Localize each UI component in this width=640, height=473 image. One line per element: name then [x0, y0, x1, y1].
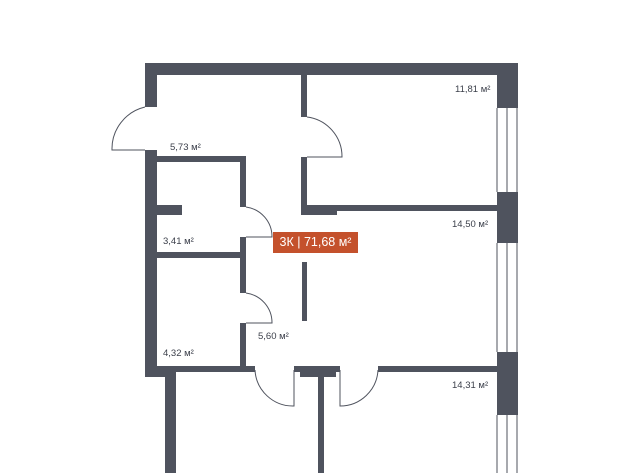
windows — [496, 108, 518, 473]
bedroom-top-door — [306, 116, 343, 158]
room-area-bedroom-top: 11,81 м² — [455, 84, 491, 95]
walls — [145, 63, 518, 473]
entrance-door — [111, 106, 146, 151]
bedroom-bottom-door — [339, 369, 379, 407]
doors — [111, 106, 379, 407]
storage-door — [245, 292, 273, 324]
bathroom-door — [245, 206, 273, 238]
room-area-hallway: 5,73 м² — [170, 142, 201, 153]
room-area-storage: 4,32 м² — [163, 348, 194, 359]
room-area-bathroom: 3,41 м² — [163, 236, 194, 247]
room-area-bedroom-bottom: 14,31 м² — [452, 380, 489, 391]
room-area-living: 14,50 м² — [452, 219, 489, 230]
room-area-corridor: 5,60 м² — [258, 331, 289, 342]
apartment-badge: 3К | 71,68 м² — [273, 232, 358, 253]
bedroom-left-door — [254, 369, 295, 407]
